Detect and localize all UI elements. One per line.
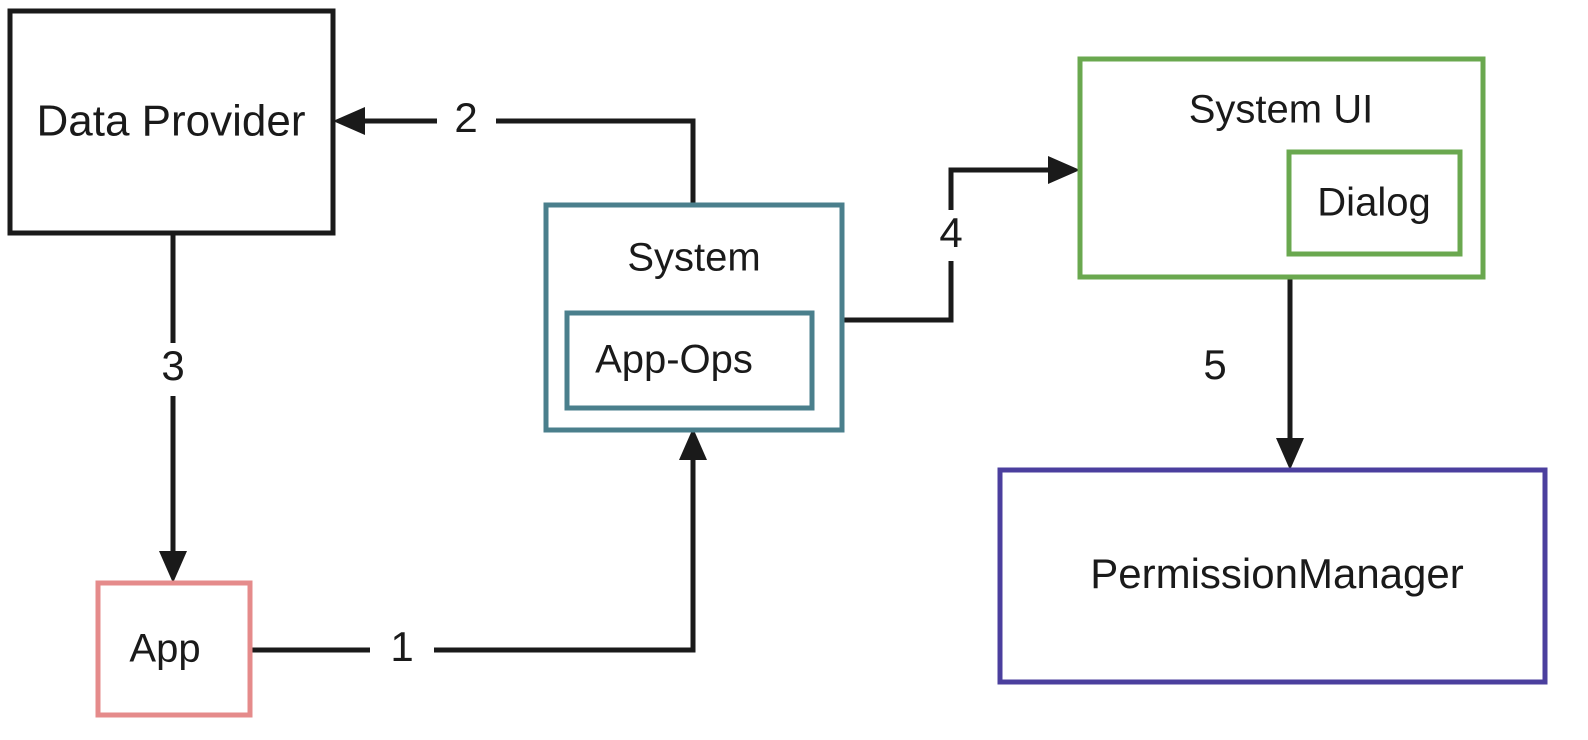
- edge-4-path-b: [948, 167, 1060, 210]
- edge-3-arrowhead: [159, 551, 187, 583]
- edge-1-path-b: [434, 448, 696, 653]
- dialog-label: Dialog: [1317, 181, 1430, 225]
- edge-5-arrowhead: [1276, 438, 1304, 470]
- node-dialog[interactable]: Dialog: [1286, 149, 1463, 257]
- edge-3-data-provider-to-app: 3: [159, 233, 187, 583]
- node-app[interactable]: App: [95, 580, 253, 718]
- edge-2-path: [496, 118, 696, 205]
- dialog-box[interactable]: [1286, 149, 1463, 257]
- node-permission-manager[interactable]: PermissionManager: [997, 467, 1548, 685]
- edge-4-arrowhead: [1048, 156, 1080, 184]
- data-provider-label: Data Provider: [36, 97, 305, 146]
- app-ops-box[interactable]: [564, 310, 815, 411]
- edge-1-arrowhead: [679, 428, 707, 460]
- edge-2-label: 2: [454, 94, 477, 141]
- edge-2-system-to-data-provider: 2: [333, 94, 696, 205]
- edge-3-label: 3: [161, 342, 184, 389]
- edge-4-system-to-system-ui: 4: [842, 156, 1080, 323]
- data-provider-box[interactable]: [7, 8, 336, 236]
- edge-1-app-to-system: 1: [250, 428, 707, 670]
- system-ui-label: System UI: [1189, 88, 1373, 132]
- app-box[interactable]: [95, 580, 253, 718]
- permission-manager-label: PermissionManager: [1090, 550, 1464, 597]
- node-app-ops[interactable]: App-Ops: [564, 310, 815, 411]
- node-data-provider[interactable]: Data Provider: [7, 8, 336, 236]
- edge-5-label: 5: [1203, 341, 1226, 388]
- edge-4-label: 4: [939, 209, 962, 256]
- edge-5-system-ui-to-permission-manager: 5: [1203, 277, 1304, 470]
- app-label: App: [129, 627, 200, 671]
- edge-1-label: 1: [390, 623, 413, 670]
- app-ops-label: App-Ops: [595, 338, 753, 382]
- system-label: System: [627, 236, 760, 280]
- edge-4-path: [842, 261, 954, 323]
- permission-manager-box[interactable]: [997, 467, 1548, 685]
- edge-2-arrowhead: [333, 107, 365, 135]
